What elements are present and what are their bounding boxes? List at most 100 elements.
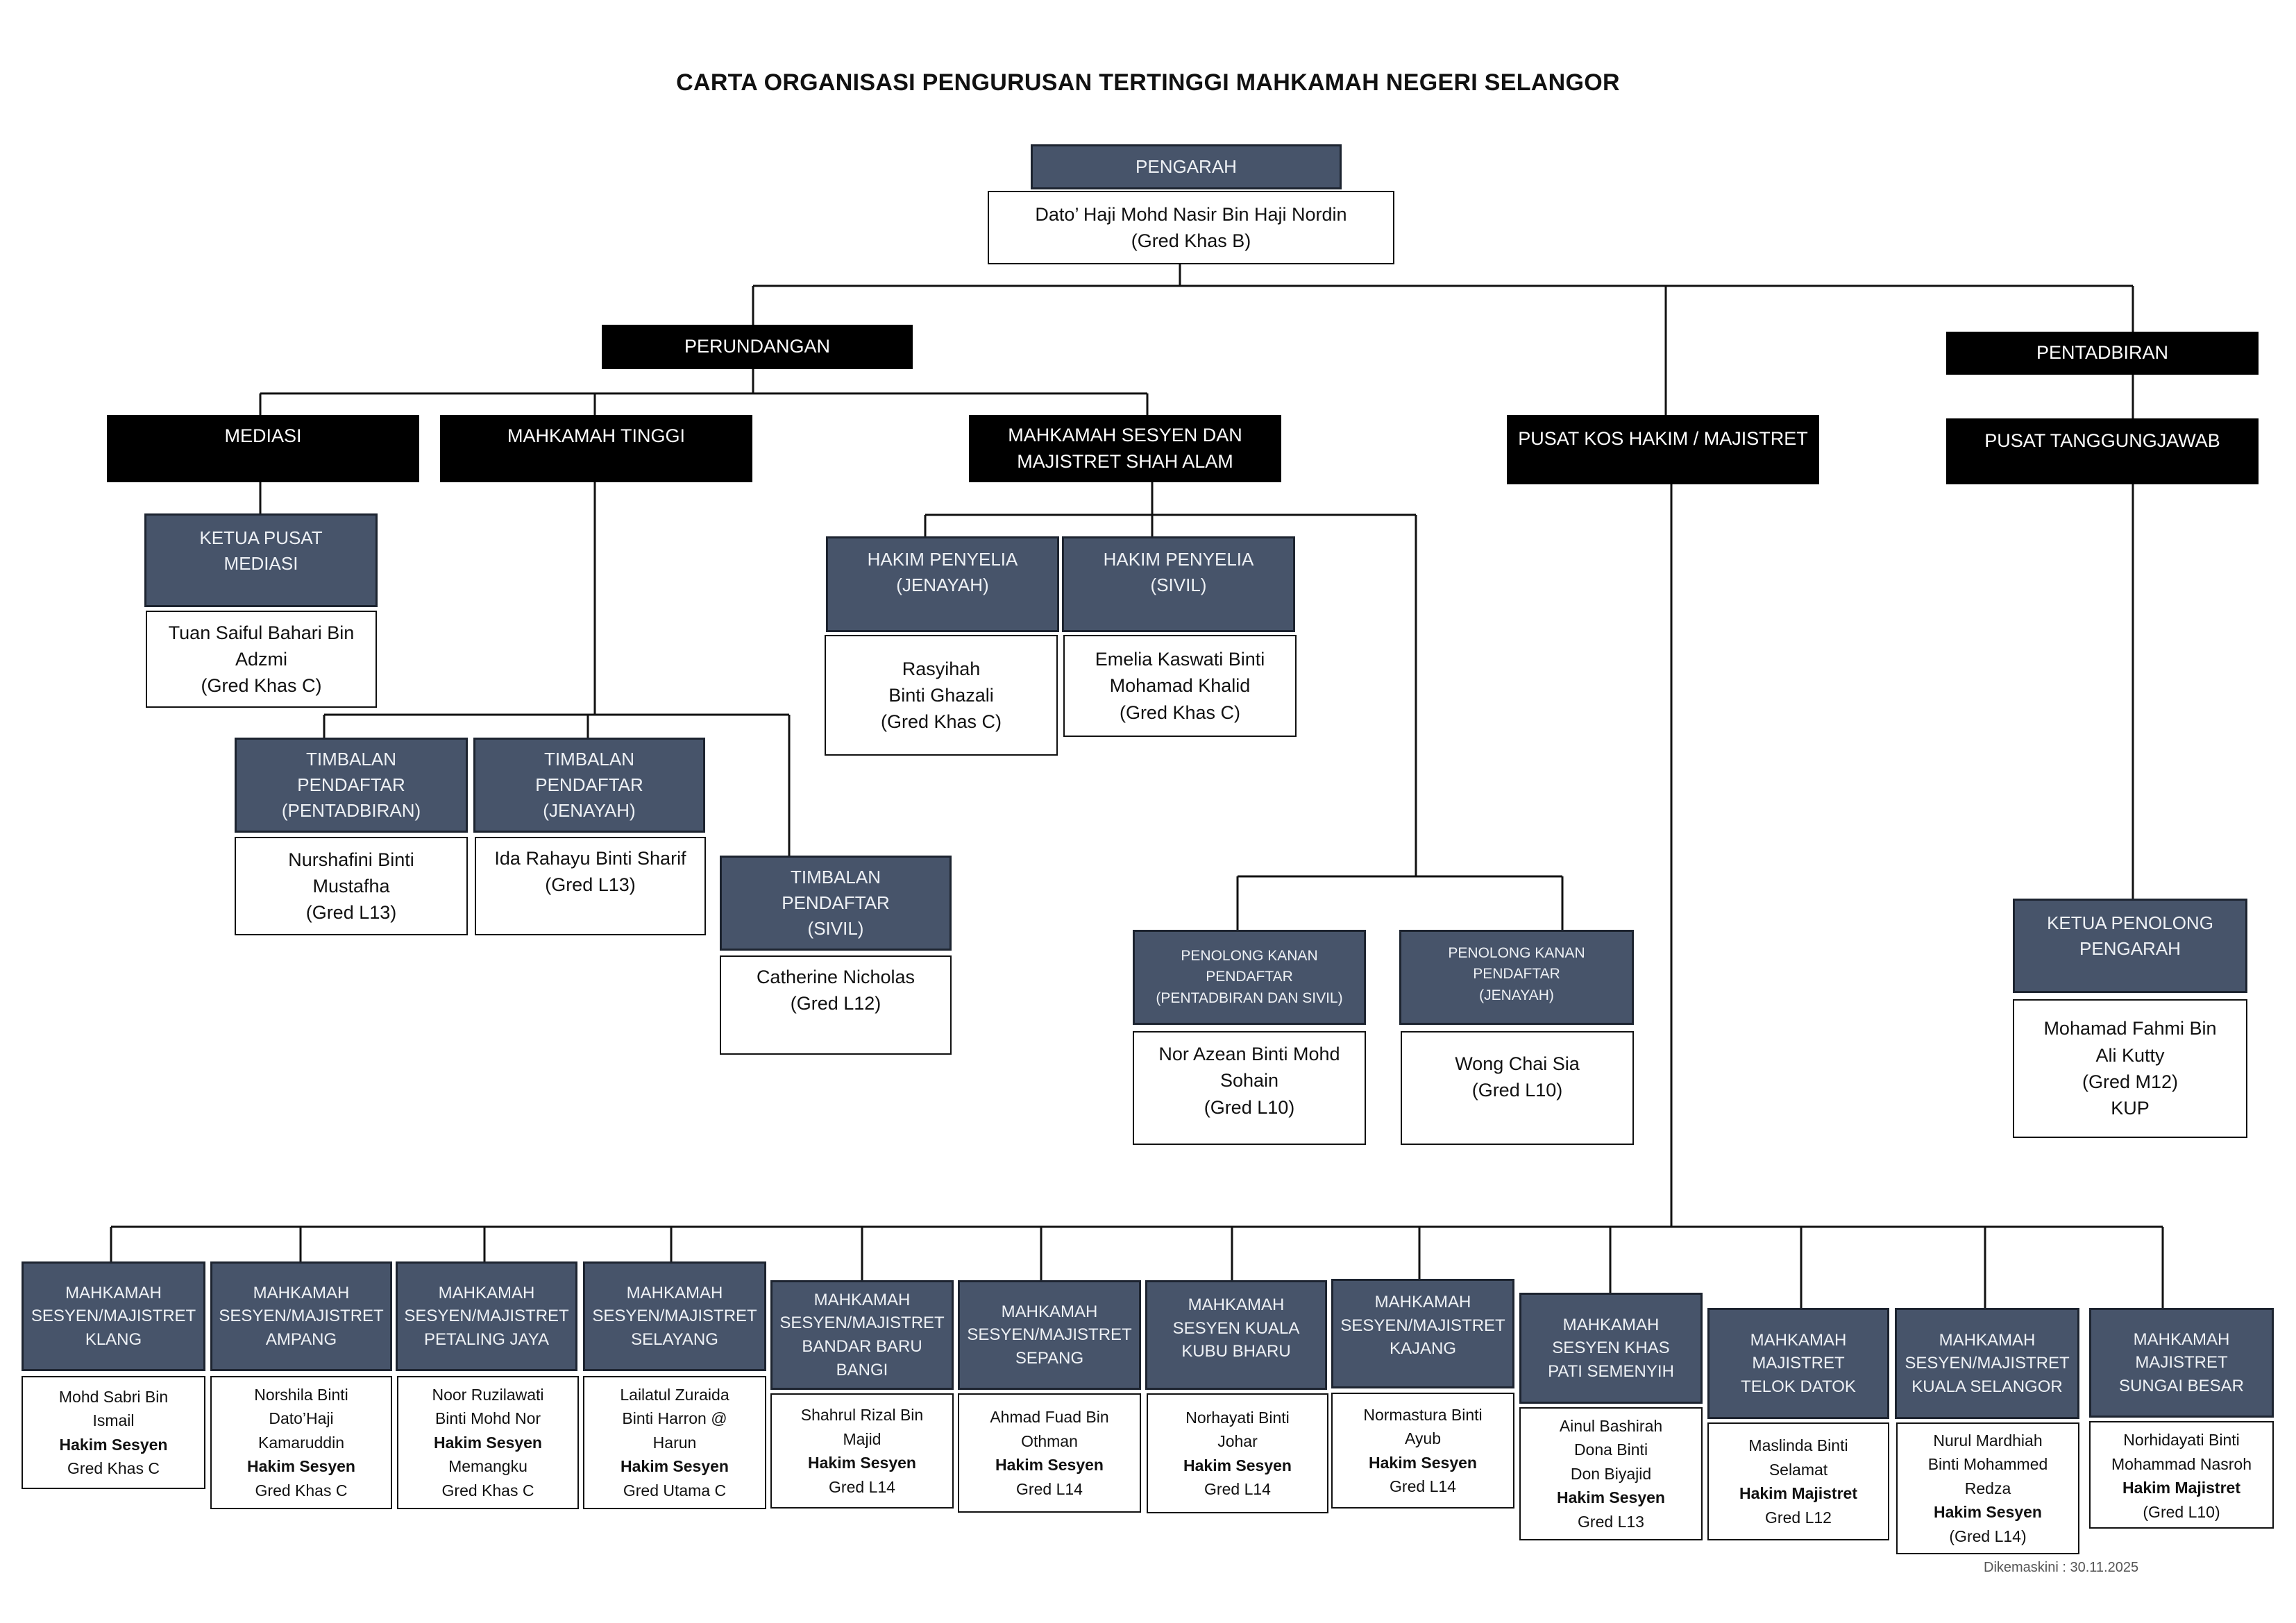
pentadbiran-header: PENTADBIRAN	[1946, 332, 2259, 375]
perundangan-header: PERUNDANGAN	[602, 325, 913, 369]
court-sungai-besar-judge: Norhidayati Binti Mohammad Nasroh Hakim …	[2089, 1421, 2274, 1529]
court-ampang-judge-grade: Gred Khas C	[255, 1481, 348, 1499]
court-telok-datok-header: MAHKAMAH MAJISTRET TELOK DATOK	[1707, 1308, 1889, 1419]
tp-pentadbiran-name: Nurshafini Binti Mustafha (Gred L13)	[235, 837, 468, 935]
hakim-penyelia-sivil-name: Emelia Kaswati Binti Mohamad Khalid (Gre…	[1063, 635, 1297, 737]
court-sepang-judge-role: Hakim Sesyen	[995, 1456, 1104, 1474]
court-bandar-baru-bangi-judge-grade: Gred L14	[829, 1477, 895, 1496]
court-klang-judge-name-1: Mohd Sabri Bin	[58, 1387, 169, 1406]
court-sungai-besar-judge-grade: (Gred L10)	[2143, 1502, 2220, 1521]
court-selayang-judge-grade: Gred Utama C	[623, 1481, 727, 1499]
pengarah-name: Dato’ Haji Mohd Nasir Bin Haji Nordin (G…	[988, 191, 1394, 264]
court-klang-judge-role: Hakim Sesyen	[59, 1435, 168, 1454]
court-kajang-header: MAHKAMAH SESYEN/MAJISTRET KAJANG	[1331, 1279, 1514, 1388]
court-sungai-besar-header: MAHKAMAH MAJISTRET SUNGAI BESAR	[2089, 1308, 2274, 1418]
last-updated-note: Dikemaskini : 30.11.2025	[1984, 1560, 2139, 1575]
court-sungai-besar-judge-name-1: Norhidayati Binti	[2123, 1431, 2240, 1449]
court-kuala-selangor-judge-name-2: Binti Mohammed	[1927, 1455, 2048, 1474]
court-kuala-selangor-header: MAHKAMAH SESYEN/MAJISTRET KUALA SELANGOR	[1895, 1308, 2079, 1419]
court-petaling-jaya-header: MAHKAMAH SESYEN/MAJISTRET PETALING JAYA	[396, 1261, 577, 1371]
court-petaling-jaya-judge-name-2: Binti Mohd Nor	[434, 1409, 541, 1428]
court-sungai-besar-judge-role: Hakim Majistret	[2122, 1479, 2240, 1497]
chart-title: CARTA ORGANISASI PENGURUSAN TERTINGGI MA…	[676, 69, 1620, 96]
court-petaling-jaya-judge: Noor Ruzilawati Binti Mohd Nor Hakim Ses…	[397, 1376, 579, 1509]
pkp-jenayah-header: PENOLONG KANAN PENDAFTAR (JENAYAH)	[1399, 930, 1634, 1025]
court-pati-semenyih-header: MAHKAMAH SESYEN KHAS PATI SEMENYIH	[1519, 1293, 1703, 1404]
court-sungai-besar-judge-name-2: Mohammad Nasroh	[2111, 1454, 2252, 1473]
court-ampang-header: MAHKAMAH SESYEN/MAJISTRET AMPANG	[210, 1261, 392, 1371]
pkp-pentadbiran-sivil-header: PENOLONG KANAN PENDAFTAR (PENTADBIRAN DA…	[1133, 930, 1366, 1025]
court-ampang-judge-name-3: Kamaruddin	[258, 1433, 345, 1452]
ketua-pusat-mediasi-header: KETUA PUSAT MEDIASI	[144, 513, 378, 607]
court-ampang-judge-name-2: Dato’Haji	[269, 1409, 334, 1428]
court-klang-judge: Mohd Sabri Bin Ismail Hakim Sesyen Gred …	[22, 1376, 205, 1489]
court-bandar-baru-bangi-header: MAHKAMAH SESYEN/MAJISTRET BANDAR BARU BA…	[770, 1280, 954, 1390]
pusat-tanggungjawab-header: PUSAT TANGGUNGJAWAB	[1946, 418, 2259, 484]
court-kuala-kubu-bharu-judge-name-1: Norhayati Binti	[1185, 1408, 1290, 1427]
court-kuala-selangor-judge-grade: (Gred L14)	[1949, 1527, 2027, 1545]
court-kuala-selangor-judge-name-3: Redza	[1964, 1479, 2011, 1497]
court-kajang-judge-name-1: Normastura Binti	[1363, 1405, 1483, 1424]
court-bandar-baru-bangi-judge-name-1: Shahrul Rizal Bin	[800, 1406, 924, 1424]
court-telok-datok-judge-name-1: Maslinda Binti	[1748, 1436, 1848, 1454]
court-kajang-judge: Normastura Binti Ayub Hakim Sesyen Gred …	[1331, 1393, 1514, 1509]
court-bandar-baru-bangi-judge: Shahrul Rizal Bin Majid Hakim Sesyen Gre…	[770, 1393, 954, 1509]
ketua-penolong-pengarah-header: KETUA PENOLONG PENGARAH	[2013, 899, 2247, 993]
court-petaling-jaya-judge-role: Hakim Sesyen	[434, 1433, 542, 1452]
court-selayang-judge-name-1: Lailatul Zuraida	[620, 1385, 729, 1404]
hakim-penyelia-jenayah-header: HAKIM PENYELIA (JENAYAH)	[826, 536, 1059, 632]
court-sepang-judge: Ahmad Fuad Bin Othman Hakim Sesyen Gred …	[958, 1393, 1141, 1513]
pkp-jenayah-name: Wong Chai Sia (Gred L10)	[1401, 1031, 1634, 1145]
court-pati-semenyih-judge-name-3: Don Biyajid	[1570, 1464, 1652, 1483]
ketua-penolong-pengarah-name: Mohamad Fahmi Bin Ali Kutty (Gred M12) K…	[2013, 999, 2247, 1138]
court-selayang-judge-name-3: Harun	[652, 1433, 697, 1452]
pengarah-header: PENGARAH	[1031, 144, 1342, 189]
court-sepang-judge-name-2: Othman	[1021, 1431, 1078, 1450]
court-pati-semenyih-judge-grade: Gred L13	[1578, 1512, 1644, 1531]
tp-jenayah-name: Ida Rahayu Binti Sharif (Gred L13)	[475, 837, 706, 935]
court-ampang-judge-role: Hakim Sesyen	[247, 1457, 355, 1476]
court-pati-semenyih-judge-name-2: Dona Binti	[1573, 1441, 1648, 1459]
court-kajang-judge-name-2: Ayub	[1404, 1429, 1441, 1447]
court-telok-datok-judge-role: Hakim Majistret	[1739, 1484, 1857, 1502]
tp-pentadbiran-header: TIMBALAN PENDAFTAR (PENTADBIRAN)	[235, 738, 468, 833]
court-kuala-selangor-judge-role: Hakim Sesyen	[1934, 1503, 2042, 1522]
court-kajang-judge-grade: Gred L14	[1390, 1477, 1456, 1495]
court-sepang-judge-grade: Gred L14	[1016, 1479, 1083, 1498]
court-kuala-kubu-bharu-judge-role: Hakim Sesyen	[1183, 1456, 1292, 1475]
court-selayang-header: MAHKAMAH SESYEN/MAJISTRET SELAYANG	[583, 1261, 766, 1371]
court-pati-semenyih-judge-role: Hakim Sesyen	[1557, 1488, 1665, 1507]
court-klang-judge-grade: Gred Khas C	[67, 1459, 160, 1477]
court-telok-datok-judge-name-2: Selamat	[1769, 1460, 1828, 1479]
court-kuala-kubu-bharu-judge-grade: Gred L14	[1204, 1480, 1271, 1498]
court-ampang-judge-name-1: Norshila Binti	[254, 1385, 348, 1404]
court-pati-semenyih-judge-name-1: Ainul Bashirah	[1559, 1416, 1663, 1435]
court-kuala-kubu-bharu-header: MAHKAMAH SESYEN KUALA KUBU BHARU	[1145, 1280, 1327, 1390]
court-petaling-jaya-judge-grade: Memangku Gred Khas C	[441, 1457, 534, 1499]
court-petaling-jaya-judge-name-1: Noor Ruzilawati	[432, 1385, 544, 1404]
court-kajang-judge-role: Hakim Sesyen	[1369, 1453, 1477, 1472]
court-sepang-header: MAHKAMAH SESYEN/MAJISTRET SEPANG	[958, 1280, 1141, 1390]
court-kuala-kubu-bharu-judge-name-2: Johar	[1217, 1432, 1258, 1450]
mahkamah-sesyen-shah-alam-header: MAHKAMAH SESYEN DAN MAJISTRET SHAH ALAM	[969, 415, 1281, 482]
court-bandar-baru-bangi-judge-name-2: Majid	[843, 1429, 881, 1448]
court-kuala-kubu-bharu-judge: Norhayati Binti Johar Hakim Sesyen Gred …	[1147, 1393, 1328, 1513]
mediasi-header: MEDIASI	[107, 415, 419, 482]
court-telok-datok-judge: Maslinda Binti Selamat Hakim Majistret G…	[1707, 1422, 1889, 1540]
court-bandar-baru-bangi-judge-role: Hakim Sesyen	[808, 1454, 916, 1472]
tp-jenayah-header: TIMBALAN PENDAFTAR (JENAYAH)	[473, 738, 705, 833]
tp-sivil-name: Catherine Nicholas (Gred L12)	[720, 955, 952, 1055]
pkp-pentadbiran-sivil-name: Nor Azean Binti Mohd Sohain (Gred L10)	[1133, 1031, 1366, 1145]
ketua-pusat-mediasi-name: Tuan Saiful Bahari Bin Adzmi (Gred Khas …	[146, 611, 377, 708]
hakim-penyelia-sivil-header: HAKIM PENYELIA (SIVIL)	[1062, 536, 1295, 632]
court-selayang-judge-name-2: Binti Harron @	[622, 1409, 727, 1428]
court-telok-datok-judge-grade: Gred L12	[1765, 1508, 1832, 1527]
tp-sivil-header: TIMBALAN PENDAFTAR (SIVIL)	[720, 856, 952, 951]
court-kuala-selangor-judge-name-1: Nurul Mardhiah	[1933, 1431, 2043, 1450]
court-klang-judge-name-2: Ismail	[92, 1411, 135, 1429]
court-pati-semenyih-judge: Ainul Bashirah Dona Binti Don Biyajid Ha…	[1519, 1407, 1703, 1540]
mahkamah-tinggi-header: MAHKAMAH TINGGI	[440, 415, 752, 482]
hakim-penyelia-jenayah-name: Rasyihah Binti Ghazali (Gred Khas C)	[825, 635, 1058, 756]
court-ampang-judge: Norshila Binti Dato’Haji Kamaruddin Haki…	[210, 1376, 392, 1509]
